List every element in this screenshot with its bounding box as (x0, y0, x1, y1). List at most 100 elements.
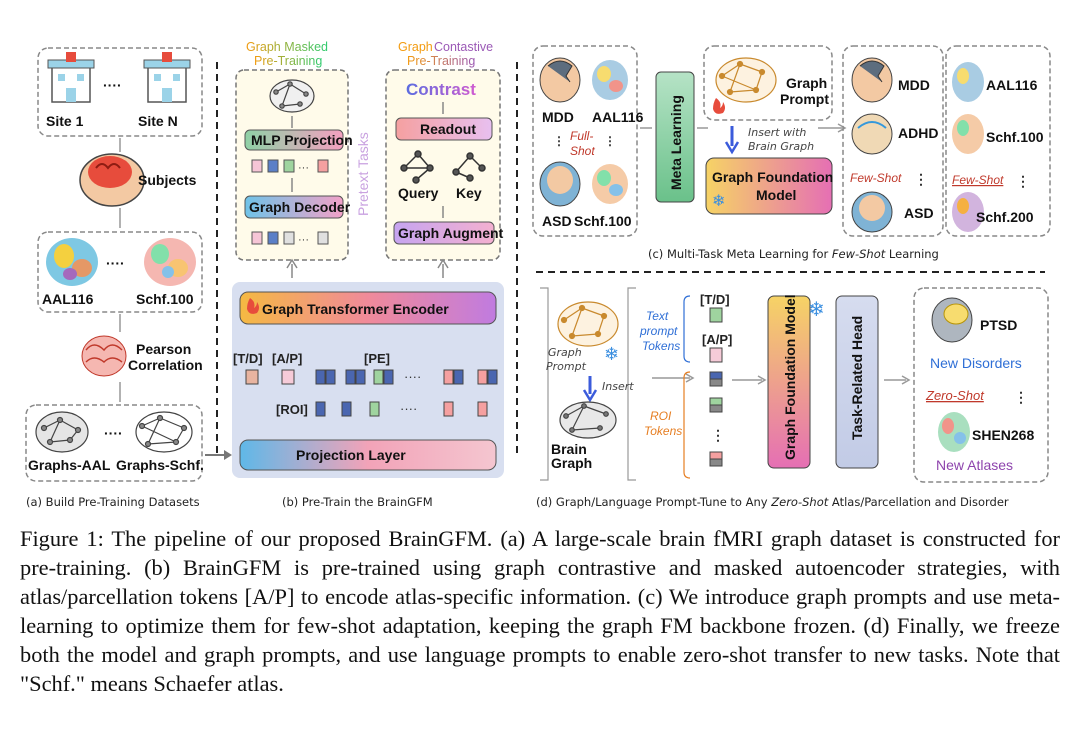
encoder-region (232, 282, 504, 478)
panel-a: ···· Site 1 Site N Subjects ···· AAL116 … (25, 47, 232, 509)
aal116-label: AAL116 (42, 291, 94, 307)
few-shot-label: Few-Shot (850, 171, 902, 185)
brain-graph-icon (715, 57, 777, 103)
panel-c-caption-em: Few-Shot (832, 247, 886, 261)
roi-token-row: ···· (315, 401, 488, 417)
snowflake-icon: ❄ (808, 299, 825, 321)
atlas-box (37, 231, 203, 313)
pearson-label: Pearson (136, 341, 191, 357)
insert-label: Insert (602, 380, 634, 393)
gfm-vertical-label: Graph Foundation Model (782, 294, 798, 460)
graphs-box (25, 404, 203, 482)
brain-graph-icon (559, 401, 617, 439)
ap-token-label: [A/P] (272, 351, 302, 366)
svg-text:⋮: ⋮ (711, 427, 725, 443)
task-related-head-box (835, 295, 879, 469)
graph-decoder-box (244, 195, 344, 219)
panel-d-caption-post: Atlas/Parcellation and Disorder (828, 495, 1009, 509)
contrast-label: Contrast (406, 80, 476, 99)
graph-prompt-icon (557, 301, 619, 347)
roi-token-label: [ROI] (276, 402, 308, 417)
head-icon (539, 161, 581, 207)
svg-text:···: ··· (298, 234, 309, 246)
graph-foundation-model-box (767, 295, 811, 469)
brain-graph-icon (135, 411, 193, 453)
meta-learning-label: Meta Learning (668, 95, 684, 190)
roi-tokens-2: Tokens (644, 424, 682, 438)
panel-b-caption: (b) Pre-Train the BrainGFM (282, 495, 433, 509)
svg-text:⋮: ⋮ (1014, 389, 1028, 405)
roi-token-column: ⋮ (709, 371, 725, 467)
brain-atlas-icon (592, 164, 628, 204)
new-atlases-label: New Atlases (936, 457, 1013, 473)
panel-c-caption: (c) Multi-Task Meta Learning for Few-Sho… (648, 247, 939, 261)
schf100-right-label: Schf.100 (986, 129, 1044, 145)
graph-foundation-model-box (705, 157, 833, 215)
mlp-projection-label: MLP Projection (251, 132, 353, 148)
panel-d-caption-em: Zero-Shot (770, 495, 828, 509)
head-icon (851, 191, 893, 233)
brain-atlas-icon (938, 412, 970, 452)
gfm-label-2: Model (756, 187, 796, 203)
projection-layer (239, 439, 497, 471)
dots: ···· (103, 77, 122, 93)
pearson-brain-icon (81, 335, 127, 377)
readout-box (395, 117, 493, 141)
asd-right-label: ASD (904, 205, 934, 221)
svg-text:····: ···· (404, 369, 421, 384)
contrast-title-2: Pre-Training (407, 54, 475, 68)
prompt-label: Prompt (546, 360, 587, 373)
brain-graph-icon (35, 411, 89, 453)
roi-tokens-1: ROI (650, 409, 672, 423)
masked-title-1: Graph Masked (246, 40, 328, 54)
aal116-label: AAL116 (592, 109, 644, 125)
graphs-schf-label: Graphs-Schf. (116, 457, 204, 473)
pipeline-figure: ···· Site 1 Site N Subjects ···· AAL116 … (25, 40, 1051, 509)
query-label: Query (398, 185, 439, 201)
panel-a-caption: (a) Build Pre-Training Datasets (26, 495, 200, 509)
sites-box (37, 47, 203, 137)
contrast-title-1: Graph (398, 40, 433, 54)
new-disorders-label: New Disorders (930, 355, 1022, 371)
snowflake-icon: ❄ (604, 344, 619, 364)
full-shot-box (532, 45, 638, 237)
adhd-label: ADHD (898, 125, 938, 141)
token-row: ··· (251, 231, 329, 246)
fire-icon (713, 98, 725, 114)
graph-label: Graph (786, 75, 827, 91)
svg-text:···: ··· (298, 162, 309, 174)
panel-d: ❄ Graph Prompt Insert Brain Graph Text p… (536, 287, 1049, 509)
svg-text:⋮: ⋮ (604, 134, 616, 148)
head-icon (539, 57, 581, 103)
prompt-label: Prompt (780, 91, 829, 107)
asd-label: ASD (542, 213, 572, 229)
graphs-aal-label: Graphs-AAL (28, 457, 111, 473)
key-label: Key (456, 185, 482, 201)
few-shot-2-label: Few-Shot (952, 173, 1004, 187)
aal116-right-label: AAL116 (986, 77, 1038, 93)
brain-atlas-icon (592, 60, 628, 100)
hospital-icon (47, 52, 95, 103)
td-token-label: [T/D] (233, 351, 263, 366)
text-prompt-3: Tokens (642, 339, 680, 353)
pretext-tasks-label: Pretext Tasks (355, 132, 371, 216)
few-shot-atlas-box (945, 45, 1051, 237)
shot-label: Shot (570, 144, 595, 158)
panel-c: MDD AAL116 ⋮ Full- Shot ⋮ ASD Schf.100 M… (532, 45, 1051, 261)
head-icon (851, 113, 893, 155)
head-brain-icon (79, 153, 145, 207)
graph-augment-box (393, 221, 495, 245)
figure-caption: Figure 1: The pipeline of our proposed B… (20, 526, 1060, 696)
shen268-label: SHEN268 (972, 427, 1034, 443)
svg-text:⋮: ⋮ (553, 134, 565, 148)
brain-atlas-icon (144, 238, 196, 286)
panel-d-caption: (d) Graph/Language Prompt-Tune to Any Ze… (536, 495, 1009, 509)
mlp-projection-box (244, 129, 344, 151)
brain-atlas-icon (46, 238, 98, 286)
head-icon (851, 57, 893, 103)
pe-token-label: [PE] (364, 351, 390, 366)
svg-text:⋮: ⋮ (914, 171, 928, 187)
gfm-label-1: Graph Foundation (712, 169, 833, 185)
dots: ···· (106, 255, 125, 271)
mdd-label: MDD (542, 109, 574, 125)
